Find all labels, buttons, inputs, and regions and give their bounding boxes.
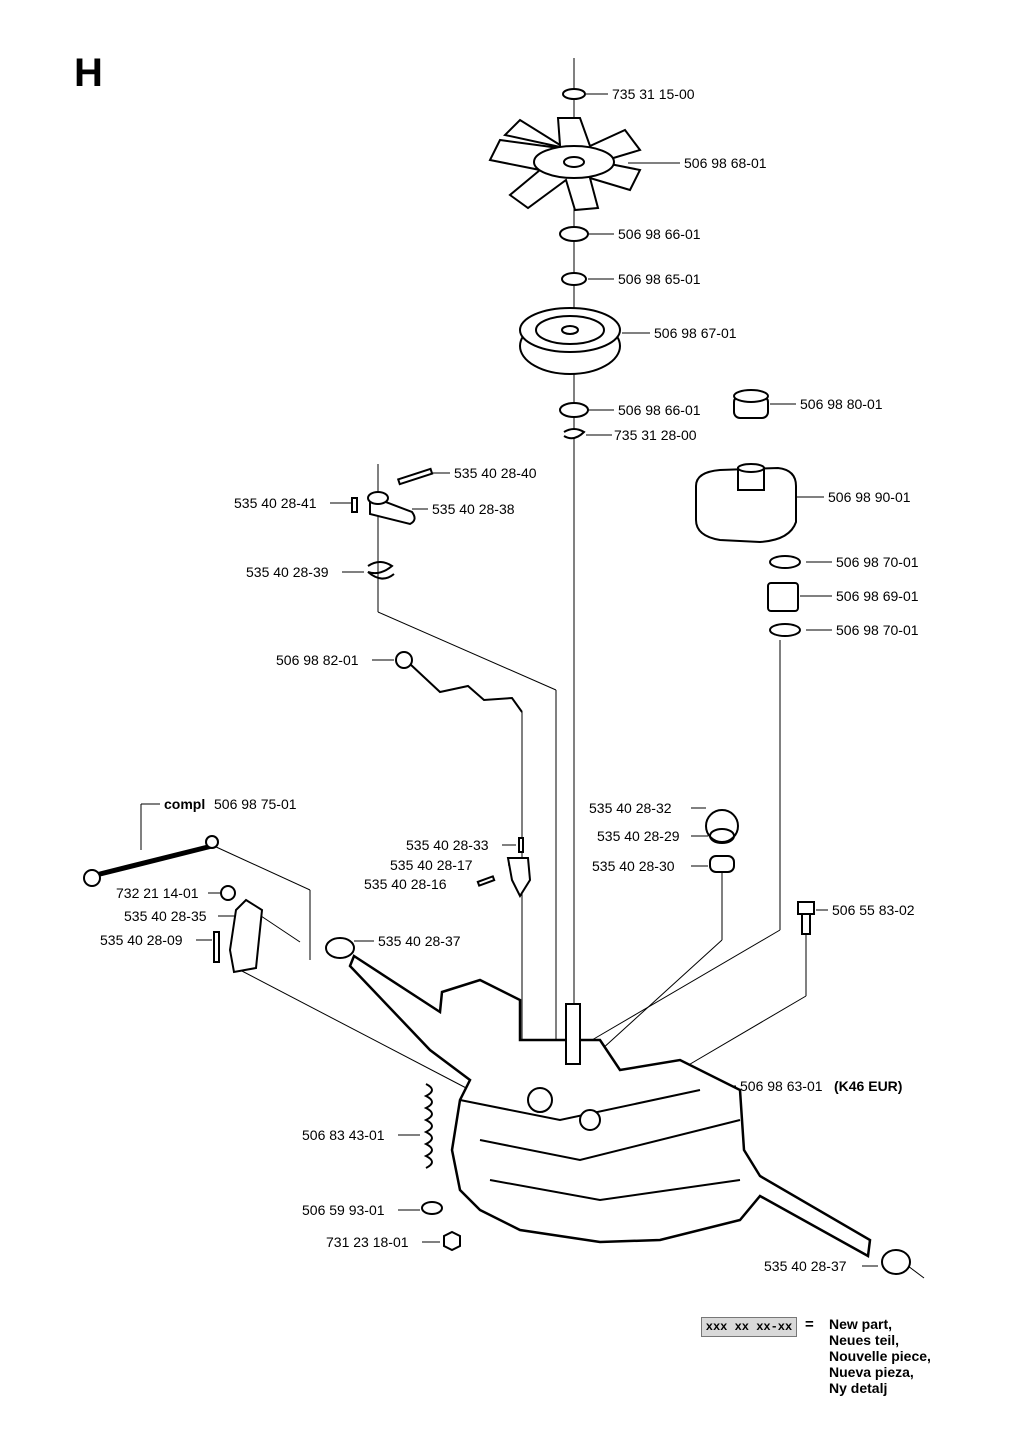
washer: [561, 272, 587, 286]
part-label[interactable]: 732 21 14-01: [116, 885, 199, 901]
legend-equals: =: [805, 1316, 814, 1333]
compl-prefix: compl: [164, 796, 205, 812]
bypass-rod: [395, 651, 523, 713]
cooling-fan: [488, 117, 642, 212]
snap-ring-top: [562, 88, 586, 100]
part-label[interactable]: 506 98 66-01: [618, 226, 701, 242]
bypass-arm: [367, 491, 416, 526]
part-label[interactable]: 535 40 28-38: [432, 501, 515, 517]
part-label[interactable]: 535 40 28-33: [406, 837, 489, 853]
pulley: [519, 307, 621, 375]
bolt: [797, 901, 815, 935]
reservoir-cap: [733, 389, 769, 419]
part-label[interactable]: 535 40 28-17: [390, 857, 473, 873]
part-label[interactable]: 506 98 70-01: [836, 622, 919, 638]
arm-pin: [213, 931, 220, 963]
part-label[interactable]: 731 23 18-01: [326, 1234, 409, 1250]
legend-line: Ny detalj: [829, 1380, 888, 1396]
part-label[interactable]: 535 40 28-29: [597, 828, 680, 844]
part-label[interactable]: 535 40 28-39: [246, 564, 329, 580]
part-label[interactable]: 506 98 65-01: [618, 271, 701, 287]
part-label[interactable]: 506 83 43-01: [302, 1127, 385, 1143]
pin: [396, 467, 434, 486]
oil-seal-right: [881, 1249, 911, 1275]
legend-line: Nueva pieza,: [829, 1364, 914, 1380]
small-pin: [518, 837, 524, 853]
part-label[interactable]: 506 98 90-01: [828, 489, 911, 505]
part-label[interactable]: 735 31 28-00: [614, 427, 697, 443]
part-label[interactable]: 535 40 28-41: [234, 495, 317, 511]
legend-line: Nouvelle piece,: [829, 1348, 931, 1364]
legend-line: New part,: [829, 1316, 893, 1332]
part-label[interactable]: 506 98 75-01: [214, 796, 297, 812]
part-label[interactable]: 506 98 69-01: [836, 588, 919, 604]
legend-line: Neues teil,: [829, 1332, 900, 1348]
bushing-lower: [559, 402, 589, 418]
part-label[interactable]: 506 98 66-01: [618, 402, 701, 418]
nut-hex: [443, 1230, 461, 1252]
part-label[interactable]: 506 98 67-01: [654, 325, 737, 341]
part-label[interactable]: 535 40 28-16: [364, 876, 447, 892]
lever-arm: [506, 857, 532, 899]
hose: [767, 582, 799, 612]
part-label[interactable]: 506 55 83-02: [832, 902, 915, 918]
part-label[interactable]: 535 40 28-35: [124, 908, 207, 924]
control-arm: [228, 898, 264, 974]
dowel: [476, 875, 496, 887]
bushing-upper: [559, 226, 589, 242]
control-rod: [83, 835, 219, 887]
tension-spring: [423, 1083, 433, 1169]
part-label[interactable]: 506 98 63-01: [740, 1078, 823, 1094]
part-label[interactable]: 506 98 82-01: [276, 652, 359, 668]
nut-small: [220, 885, 236, 901]
part-label[interactable]: 506 98 80-01: [800, 396, 883, 412]
nut-cap: [709, 855, 735, 873]
legend-lines: New part, Neues teil, Nouvelle piece, Nu…: [829, 1316, 931, 1396]
roll-pin: [351, 497, 358, 513]
part-label[interactable]: 735 31 15-00: [612, 86, 695, 102]
spring-bracket: [421, 1201, 443, 1215]
part-label[interactable]: 535 40 28-09: [100, 932, 183, 948]
part-labels: 735 31 15-00 506 98 68-01 506 98 66-01 5…: [100, 86, 919, 1274]
hose-clamp-lower: [769, 623, 801, 637]
part-label[interactable]: 535 40 28-37: [764, 1258, 847, 1274]
transaxle-housing: [348, 954, 872, 1258]
legend-code-box: xxx xx xx-xx: [701, 1317, 797, 1337]
part-label[interactable]: 506 98 68-01: [684, 155, 767, 171]
page-letter: H: [74, 51, 103, 95]
part-label[interactable]: 535 40 28-30: [592, 858, 675, 874]
o-ring: [709, 828, 735, 844]
part-label[interactable]: 506 98 70-01: [836, 554, 919, 570]
hose-clamp-upper: [769, 555, 801, 569]
part-label[interactable]: 535 40 28-40: [454, 465, 537, 481]
leader-lines: [140, 58, 925, 1279]
oil-seal-left: [325, 937, 355, 959]
reservoir-tank: [695, 463, 797, 544]
spring-coil: [367, 561, 395, 580]
part-label[interactable]: 506 59 93-01: [302, 1202, 385, 1218]
clip: [563, 428, 586, 440]
part-label[interactable]: 535 40 28-32: [589, 800, 672, 816]
part-note: (K46 EUR): [834, 1078, 902, 1094]
part-label[interactable]: 535 40 28-37: [378, 933, 461, 949]
parts-drawings: [83, 88, 911, 1275]
